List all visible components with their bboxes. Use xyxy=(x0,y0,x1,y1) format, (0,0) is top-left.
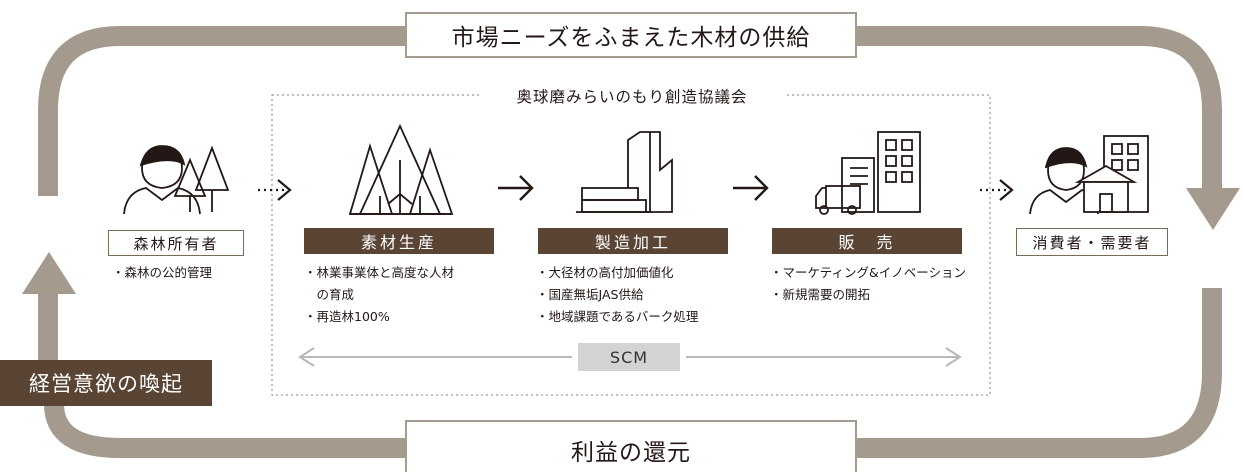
loop-arrowhead-right-down xyxy=(1186,188,1240,230)
loop-bottom-right xyxy=(857,288,1222,458)
loop-top-left xyxy=(38,26,405,196)
forest-owner-bullets: ・森林の公的管理 xyxy=(112,262,212,284)
dotted-arrow-left xyxy=(258,179,292,201)
arrow-production-to-processing xyxy=(498,175,534,201)
bullet-item: の育成 xyxy=(304,287,355,302)
loop-bottom-left xyxy=(44,403,405,458)
dotted-arrow-right xyxy=(980,179,1014,201)
bullet-item: ・再造林100% xyxy=(304,309,390,324)
delivery-truck-buildings-icon xyxy=(815,131,921,215)
sales-bullets: ・マーケティング&イノベーション ・新規需要の開拓 xyxy=(770,262,966,306)
bullet-item: ・マーケティング&イノベーション xyxy=(770,265,966,280)
top-loop-label: 市場ニーズをふまえた木材の供給 xyxy=(405,12,857,58)
consumer-label: 消費者・需要者 xyxy=(1016,228,1168,256)
loop-arrowhead-left-up xyxy=(22,252,76,294)
bullet-item: ・大径材の高付加価値化 xyxy=(536,265,674,280)
left-loop-label: 経営意欲の喚起 xyxy=(0,360,212,406)
bullet-item: ・森林の公的管理 xyxy=(112,265,213,280)
bullet-item: ・地域課題であるバーク処理 xyxy=(536,309,699,324)
scm-label: SCM xyxy=(578,343,680,371)
bullet-item: ・国産無垢JAS供給 xyxy=(536,287,644,302)
council-title: 奥球磨みらいのもり創造協議会 xyxy=(480,85,784,107)
production-bullets: ・林業事業体と高度な人材 の育成 ・再造林100% xyxy=(304,262,454,328)
arrow-processing-to-sales xyxy=(733,175,769,201)
bullet-item: ・林業事業体と高度な人材 xyxy=(304,265,455,280)
bottom-loop-label: 利益の還元 xyxy=(405,420,857,472)
stage-heading-sales: 販 売 xyxy=(772,228,962,254)
person-with-house-icon xyxy=(1029,135,1149,215)
forest-owner-label: 森林所有者 xyxy=(108,230,244,256)
council-frame xyxy=(271,94,991,396)
scm-double-arrow xyxy=(298,347,962,367)
lumber-icon xyxy=(576,131,673,213)
loop-top-right xyxy=(857,26,1222,190)
processing-bullets: ・大径材の高付加価値化 ・国産無垢JAS供給 ・地域課題であるバーク処理 xyxy=(536,262,698,328)
bullet-item: ・新規需要の開拓 xyxy=(770,287,871,302)
stage-heading-processing: 製造加工 xyxy=(538,228,728,254)
forest-icon xyxy=(348,123,454,215)
stage-heading-production: 素材生産 xyxy=(304,228,494,254)
person-with-trees-icon xyxy=(123,145,230,215)
